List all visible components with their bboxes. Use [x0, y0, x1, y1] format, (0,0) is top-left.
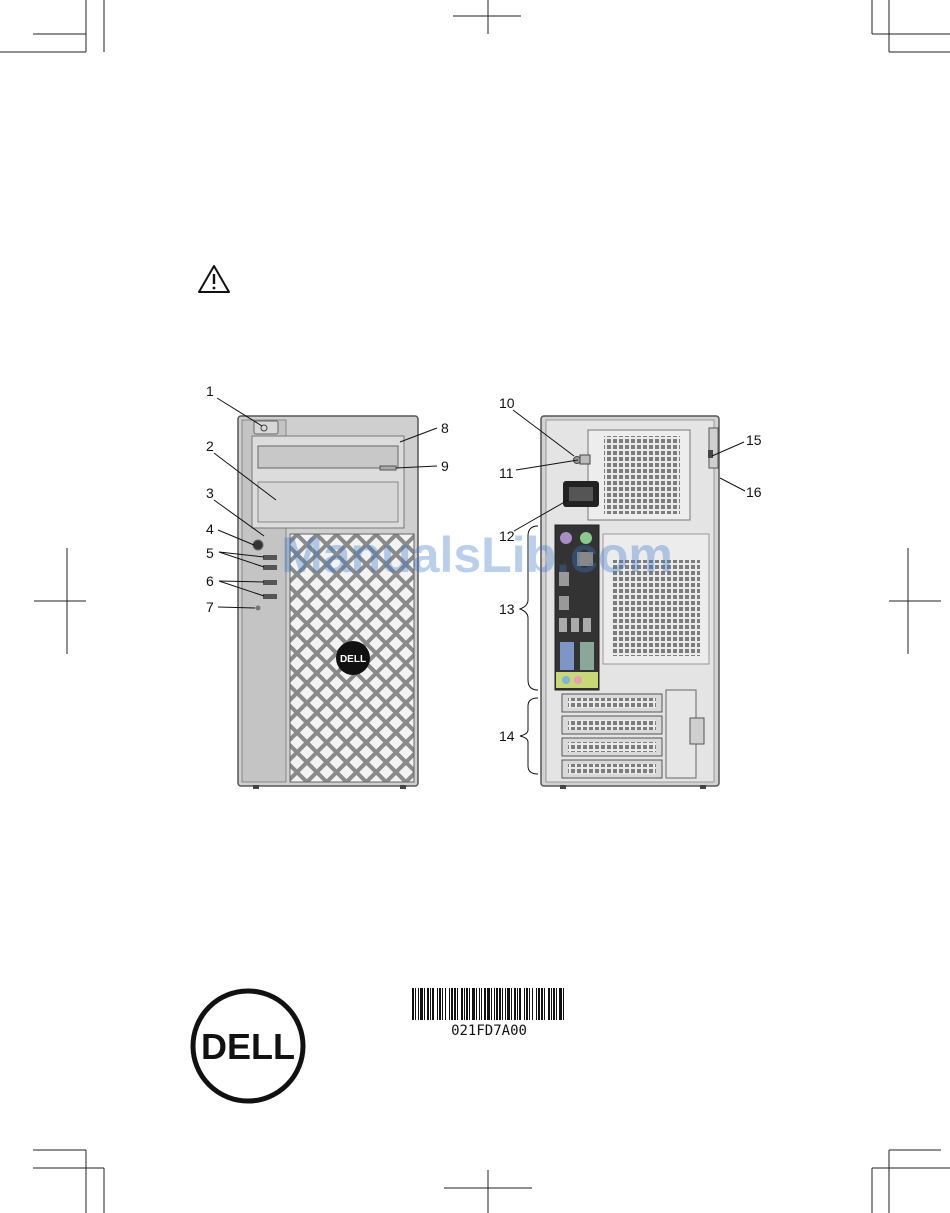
barcode: 021FD7A00 — [412, 988, 564, 1039]
barcode-bar — [563, 988, 564, 1020]
barcode-number: 021FD7A00 — [451, 1023, 527, 1039]
callout-14: 14 — [499, 728, 515, 744]
barcode-bar — [511, 988, 512, 1020]
dell-logo-text: DELL — [201, 1026, 295, 1067]
barcode-bar — [469, 988, 470, 1020]
front-dell-badge: DELL — [340, 654, 366, 665]
barcode-bar — [427, 988, 429, 1020]
callout-6: 6 — [206, 573, 214, 589]
barcode-bar — [529, 988, 530, 1020]
barcode-bar — [541, 988, 543, 1020]
callout-3: 3 — [206, 485, 214, 501]
barcode-bar — [496, 988, 498, 1020]
watermark: ManualsLib.com — [281, 527, 673, 583]
callout-7: 7 — [206, 599, 214, 615]
barcode-bar — [430, 988, 431, 1020]
callout-16: 16 — [746, 484, 762, 500]
barcode-bar — [502, 988, 503, 1020]
callout-8: 8 — [441, 420, 449, 436]
barcode-bar — [454, 988, 456, 1020]
barcode-bar — [484, 988, 486, 1020]
barcode-bar — [479, 988, 480, 1020]
warning-triangle-icon — [199, 266, 229, 292]
computer-back-view — [541, 416, 719, 789]
barcode-bar — [532, 988, 533, 1020]
callout-11: 11 — [499, 465, 514, 481]
barcode-bar — [420, 988, 423, 1020]
barcode-bar — [432, 988, 434, 1020]
barcode-bar — [526, 988, 528, 1020]
callout-4: 4 — [206, 521, 214, 537]
barcode-bar — [491, 988, 492, 1020]
barcode-bar — [449, 988, 450, 1020]
barcode-bar — [466, 988, 468, 1020]
callout-2: 2 — [206, 438, 214, 454]
barcode-bar — [536, 988, 537, 1020]
barcode-bar — [517, 988, 518, 1020]
barcode-bar — [559, 988, 562, 1020]
barcode-bar — [472, 988, 475, 1020]
barcode-bar — [439, 988, 441, 1020]
barcode-bar — [481, 988, 482, 1020]
dell-logo-icon: DELL — [193, 991, 303, 1101]
callout-15: 15 — [746, 432, 762, 448]
barcode-bar — [544, 988, 545, 1020]
barcode-bar — [451, 988, 453, 1020]
barcode-bar — [442, 988, 443, 1020]
barcode-bar — [519, 988, 521, 1020]
barcode-bar — [556, 988, 557, 1020]
barcode-bar — [424, 988, 425, 1020]
callout-1: 1 — [206, 383, 214, 399]
barcode-bar — [437, 988, 438, 1020]
barcode-bar — [461, 988, 463, 1020]
barcode-bar — [548, 988, 550, 1020]
barcode-bar — [457, 988, 458, 1020]
barcode-bar — [418, 988, 419, 1020]
barcode-bar — [499, 988, 501, 1020]
barcode-bar — [553, 988, 555, 1020]
barcode-bar — [505, 988, 506, 1020]
barcode-bar — [476, 988, 477, 1020]
barcode-bar — [551, 988, 552, 1020]
barcode-bar — [445, 988, 446, 1020]
barcode-bar — [524, 988, 525, 1020]
barcode-bar — [412, 988, 414, 1020]
barcode-bar — [538, 988, 540, 1020]
callout-5: 5 — [206, 545, 214, 561]
computer-front-view: DELL — [238, 416, 418, 789]
callout-10: 10 — [499, 395, 515, 411]
barcode-bar — [507, 988, 510, 1020]
barcode-bar — [514, 988, 516, 1020]
barcode-bar — [487, 988, 490, 1020]
callout-13: 13 — [499, 601, 515, 617]
barcode-bar — [415, 988, 416, 1020]
expansion-slots — [562, 690, 704, 778]
barcode-bar — [494, 988, 495, 1020]
callout-9: 9 — [441, 458, 449, 474]
barcode-bars — [412, 988, 564, 1020]
barcode-bar — [464, 988, 465, 1020]
